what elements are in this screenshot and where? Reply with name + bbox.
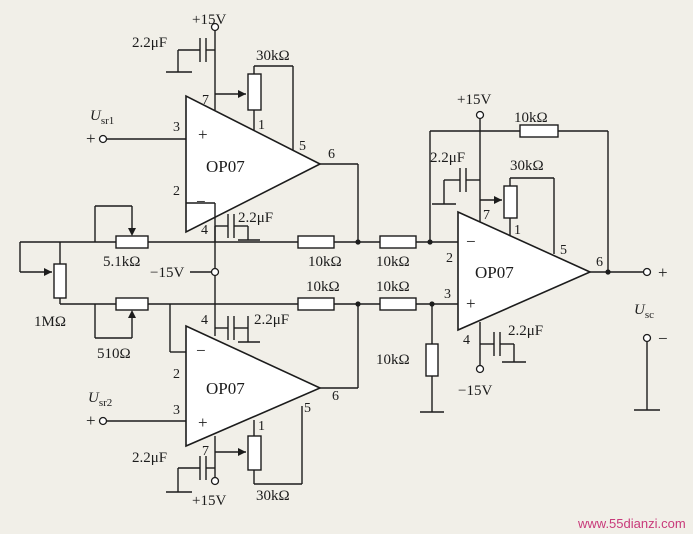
supply-neg-label-3: −15V [458, 383, 492, 399]
input-1-terminal[interactable] [98, 134, 108, 144]
op-amp-1-pin-3: 3 [173, 120, 180, 135]
watermark: www.55dianzi.com [577, 516, 686, 531]
op-amp-1-plus-sign: + [198, 125, 208, 144]
output-plus-sign: + [658, 263, 668, 282]
resistor-1m[interactable] [53, 263, 67, 299]
op-amp-2-pin-7: 7 [202, 444, 209, 459]
op-amp-1: OP07 + − 3 + Usr1 2 +15V 7 2.2μF 1 5 [86, 12, 359, 242]
cap-3-label: 2.2μF [254, 312, 289, 328]
op-amp-3-plus-sign: + [466, 294, 476, 313]
output-label: Usc [634, 302, 654, 321]
op-amp-3-pin-6: 6 [596, 255, 603, 270]
resistor-10k-feedback[interactable] [519, 124, 559, 138]
op-amp-2-pin-1: 1 [258, 419, 265, 434]
op-amp-3-pin-4: 4 [463, 333, 470, 348]
op-amp-3-minus-sign: − [466, 232, 476, 251]
resistor-510-label: 510Ω [97, 346, 131, 362]
resistor-10k-feedback-label: 10kΩ [514, 110, 548, 126]
op-amp-1-triangle [185, 94, 322, 234]
trim-pot-2[interactable] [247, 435, 262, 471]
op-amp-2-pin-3: 3 [173, 403, 180, 418]
op-amp-1-pin-5: 5 [299, 139, 306, 154]
op-amp-3-pin-7: 7 [483, 208, 490, 223]
supply-pos-terminal-3[interactable] [475, 110, 485, 120]
op-amp-1-pin-1: 1 [258, 118, 265, 133]
op-amp-2-pin-6: 6 [332, 389, 339, 404]
supply-pos-label-1: +15V [192, 12, 226, 28]
gain-network: 5.1kΩ 1MΩ 510Ω [19, 205, 215, 362]
resistor-10k-a[interactable] [297, 235, 335, 249]
op-amp-2-plus-sign: + [198, 413, 208, 432]
input-2-label: Usr2 [88, 390, 112, 409]
resistor-10k-b-label: 10kΩ [376, 254, 410, 270]
trim-1-label: 30kΩ [256, 48, 290, 64]
output-terminal-plus[interactable] [642, 267, 652, 277]
cap-5-label: 2.2μF [430, 150, 465, 166]
trim-3-label: 30kΩ [510, 158, 544, 174]
supply-pos-terminal-1[interactable] [210, 22, 220, 32]
resistor-5k1-label: 5.1kΩ [103, 254, 140, 270]
op-amp-2-pin-2: 2 [173, 367, 180, 382]
op-amp-2-label: OP07 [206, 379, 245, 398]
resistor-10k-d[interactable] [379, 297, 417, 311]
op-amp-1-pin-6: 6 [328, 147, 335, 162]
resistor-10k-ground[interactable] [425, 343, 439, 377]
op-amp-2-pin-5: 5 [304, 401, 311, 416]
op-amp-2-triangle [185, 324, 322, 448]
supply-neg-label-1: −15V [150, 265, 184, 281]
resistor-510[interactable] [115, 297, 149, 311]
resistor-1m-label: 1MΩ [34, 314, 66, 330]
output-terminal-minus[interactable] [642, 333, 652, 343]
op-amp-1-pin-4: 4 [201, 223, 208, 238]
cap-6-label: 2.2μF [508, 323, 543, 339]
op-amp-1-minus-sign: − [196, 192, 206, 211]
op-amp-3-pin-5: 5 [560, 243, 567, 258]
op-amp-3-pin-2: 2 [446, 251, 453, 266]
op-amp-1-pin-2: 2 [173, 184, 180, 199]
supply-pos-label-2: +15V [192, 493, 226, 509]
op-amp-3-label: OP07 [475, 263, 514, 282]
input-1-plus-sign: + [86, 129, 96, 148]
resistor-10k-d-label: 10kΩ [376, 279, 410, 295]
output-minus-sign: − [658, 329, 668, 348]
resistor-5k1[interactable] [115, 235, 149, 249]
op-amp-1-pin-7: 7 [202, 93, 209, 108]
op-amp-2: OP07 − + 2 3 + Usr2 +15V 7 2.2μF 1 5 [86, 304, 359, 509]
difference-network: 10kΩ 10kΩ 10kΩ 10kΩ 10kΩ 10kΩ [215, 110, 609, 413]
op-amp-2-minus-sign: − [196, 341, 206, 360]
trim-2-label: 30kΩ [256, 488, 290, 504]
supply-pos-label-3: +15V [457, 92, 491, 108]
negative-supply-network: −15V 2.2μF 2.2μF [150, 210, 289, 343]
cap-4-label: 2.2μF [132, 450, 167, 466]
op-amp-3-pin-3: 3 [444, 287, 451, 302]
supply-neg-terminal-3[interactable] [475, 364, 485, 374]
input-1-label: Usr1 [90, 108, 114, 127]
supply-neg-terminal-1[interactable] [210, 267, 220, 277]
input-2-terminal[interactable] [98, 416, 108, 426]
op-amp-3: OP07 − + 2 3 +15V 7 2.2μF 1 5 30kΩ −15V … [430, 92, 668, 411]
trim-pot-3[interactable] [503, 185, 518, 219]
cap-1-label: 2.2μF [132, 35, 167, 51]
op-amp-3-triangle [457, 210, 592, 332]
resistor-10k-ground-label: 10kΩ [376, 352, 410, 368]
trim-pot-1[interactable] [247, 73, 262, 111]
op-amp-1-label: OP07 [206, 157, 245, 176]
input-2-plus-sign: + [86, 411, 96, 430]
resistor-10k-a-label: 10kΩ [308, 254, 342, 270]
op-amp-3-pin-1: 1 [514, 223, 521, 238]
resistor-10k-c-label: 10kΩ [306, 279, 340, 295]
cap-2-label: 2.2μF [238, 210, 273, 226]
resistor-10k-b[interactable] [379, 235, 417, 249]
op-amp-2-pin-4: 4 [201, 313, 208, 328]
resistor-10k-c[interactable] [297, 297, 335, 311]
supply-pos-terminal-2[interactable] [210, 476, 220, 486]
